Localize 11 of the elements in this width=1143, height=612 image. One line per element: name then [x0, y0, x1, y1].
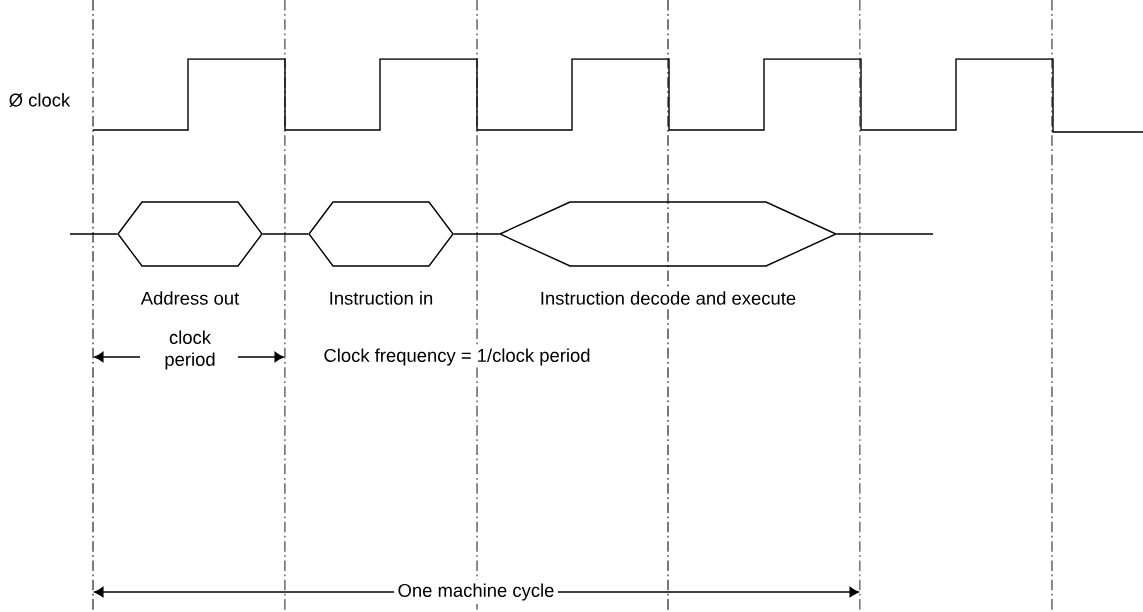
dimension-label: One machine cycle [394, 579, 558, 605]
bus-line [453, 233, 501, 235]
bus-label: Instruction in [326, 289, 436, 307]
dimension-label: clock period [165, 330, 215, 370]
bus-label: Instruction decode and execute [538, 289, 798, 307]
bus-hexagon [117, 201, 263, 267]
bus-label: Address out [139, 289, 241, 307]
signal-name: Ø clock [9, 93, 71, 107]
note: Clock frequency = 1/clock period [321, 346, 593, 368]
bus-hexagon [308, 201, 454, 267]
bus-line [262, 233, 310, 235]
